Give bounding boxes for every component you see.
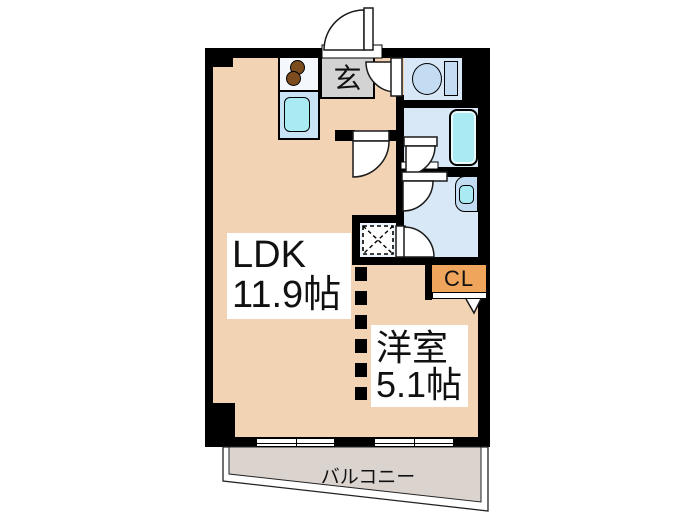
wall-segment (425, 257, 432, 300)
closet-area: CL (430, 263, 488, 295)
wall-segment (205, 48, 322, 58)
balcony-label: バルコニー (320, 467, 416, 488)
bathtub-icon (449, 109, 478, 166)
toilet-bowl-icon (412, 63, 442, 95)
wall-segment (352, 257, 490, 265)
stove-burner-icon (286, 71, 301, 86)
wall-segment (205, 48, 213, 447)
window-icon (256, 438, 335, 447)
kitchen-divider (280, 90, 318, 92)
washbasin-bowl-icon (459, 185, 474, 204)
wall-segment (382, 48, 490, 58)
wall-segment (388, 130, 404, 141)
wall-segment (335, 130, 355, 141)
western-room-name: 洋室 (376, 326, 449, 368)
wall-segment (205, 437, 490, 447)
closet-door (432, 292, 487, 299)
toilet-tank-icon (444, 61, 458, 96)
front-door-swing-icon (323, 9, 365, 51)
wall-segment (478, 48, 490, 447)
western-room-size: 5.1帖 (376, 364, 463, 405)
wall-segment (396, 100, 490, 108)
wall-segment (352, 215, 396, 223)
entrance-label: 玄 (333, 63, 362, 94)
closet-label: CL (443, 266, 475, 291)
window-icon (374, 438, 454, 447)
wall-segment (352, 215, 360, 265)
western-room-label: 洋室 5.1帖 (371, 325, 468, 407)
kitchen-sink-icon (284, 97, 310, 132)
front-door-leaf (363, 7, 374, 51)
wall-pillar (462, 48, 490, 107)
ldk-name: LDK (232, 234, 306, 277)
ldk-size: 11.9帖 (232, 274, 342, 316)
wall-segment (396, 95, 404, 226)
entrance-area: 玄 (320, 55, 375, 99)
wall-pillar (205, 48, 233, 67)
ldk-label: LDK 11.9帖 (227, 233, 351, 319)
laundry-nook-floor (360, 223, 396, 257)
